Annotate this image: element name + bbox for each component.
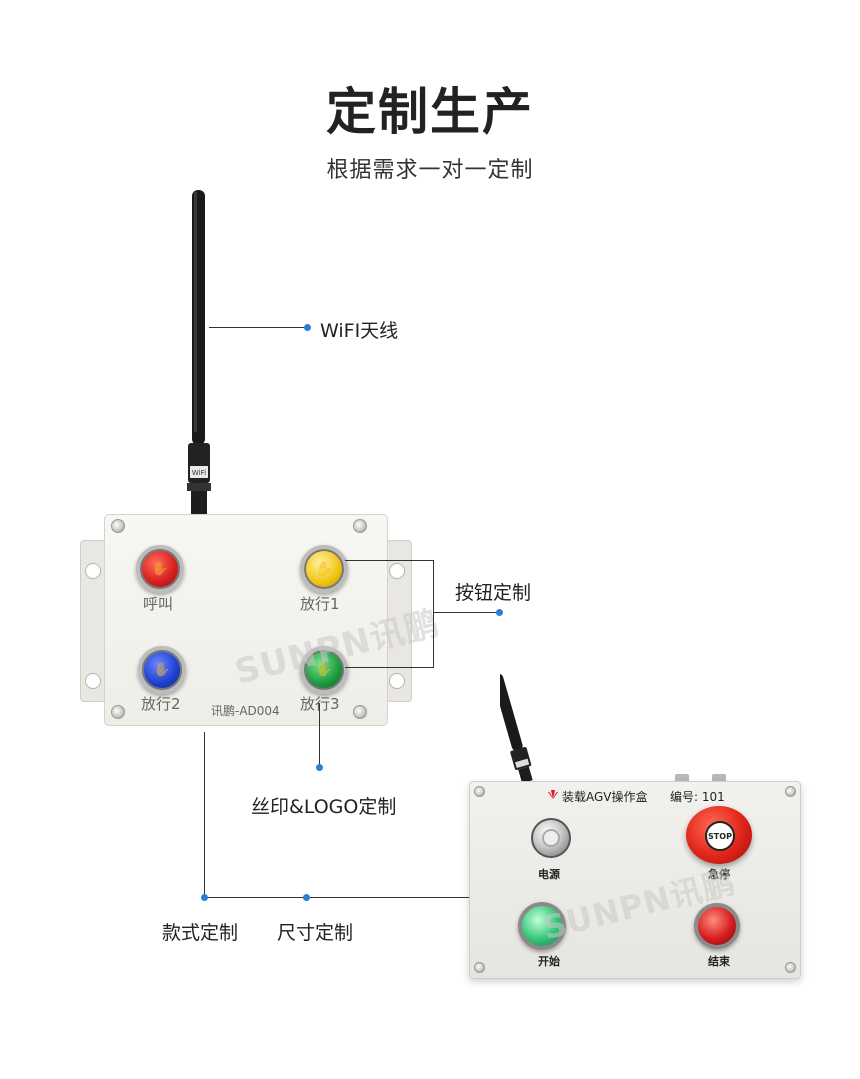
- page-subtitle: 根据需求一对一定制: [326, 158, 534, 183]
- wifi-antenna-icon: WiFi: [187, 190, 211, 515]
- screw-icon: [111, 705, 125, 719]
- screw-icon: [111, 519, 125, 533]
- release1-button-label: 放行1: [300, 595, 340, 613]
- wifi-antenna-icon: [500, 673, 533, 784]
- buttons-callout-line: [345, 667, 434, 668]
- emergency-stop-label: 急停: [708, 868, 730, 881]
- buttons-callout-label: 按钮定制: [455, 582, 532, 604]
- start-label: 开始: [538, 955, 560, 968]
- screw-icon: [785, 786, 796, 797]
- print-callout-line: [319, 703, 320, 765]
- stop-text: STOP: [708, 831, 732, 841]
- connector-icon: [712, 774, 726, 783]
- screw-icon: [785, 962, 796, 973]
- buttons-callout-line: [433, 560, 434, 668]
- release3-button[interactable]: ✋: [300, 646, 348, 694]
- screw-icon: [353, 705, 367, 719]
- call-button-label: 呼叫: [143, 595, 174, 613]
- antenna-callout-dot: [304, 324, 311, 331]
- style-callout-label: 款式定制: [162, 922, 239, 944]
- screw-icon: [474, 962, 485, 973]
- style-callout-line: [204, 897, 470, 898]
- device-b-enclosure: [469, 781, 801, 979]
- connector-icon: [675, 774, 689, 783]
- mount-hole: [85, 563, 101, 579]
- start-button[interactable]: [518, 902, 566, 950]
- print-logo-callout-label: 丝印&LOGO定制: [251, 796, 397, 818]
- mount-hole: [389, 673, 405, 689]
- release1-button[interactable]: ✋: [300, 545, 348, 593]
- release2-button-label: 放行2: [141, 695, 181, 713]
- buttons-callout-line: [433, 612, 499, 613]
- device-b-number: 编号: 101: [670, 790, 725, 804]
- antenna-tag: WiFi: [192, 469, 206, 477]
- antenna-callout-label: WiFI天线: [320, 320, 399, 342]
- screw-icon: [474, 786, 485, 797]
- device-b-title: 装载AGV操作盒: [562, 790, 648, 804]
- size-callout-dot: [303, 894, 310, 901]
- emergency-stop-button[interactable]: STOP: [686, 806, 752, 864]
- end-button[interactable]: [694, 903, 740, 949]
- print-callout-dot: [316, 764, 323, 771]
- brand-logo-icon: [548, 790, 558, 799]
- mount-hole: [389, 563, 405, 579]
- release2-button[interactable]: ✋: [138, 646, 186, 694]
- style-callout-line: [204, 732, 205, 897]
- antenna-callout-line: [209, 327, 307, 328]
- power-switch[interactable]: [531, 818, 571, 858]
- device-model-label: 讯鹏-AD004: [211, 704, 280, 718]
- buttons-callout-line: [345, 560, 434, 561]
- mount-hole: [85, 673, 101, 689]
- page-title: 定制生产: [326, 83, 534, 141]
- end-label: 结束: [708, 955, 730, 968]
- call-button[interactable]: ✋: [136, 545, 184, 593]
- buttons-callout-dot: [496, 609, 503, 616]
- power-label: 电源: [538, 868, 560, 881]
- screw-icon: [353, 519, 367, 533]
- size-callout-label: 尺寸定制: [277, 922, 354, 944]
- style-callout-dot: [201, 894, 208, 901]
